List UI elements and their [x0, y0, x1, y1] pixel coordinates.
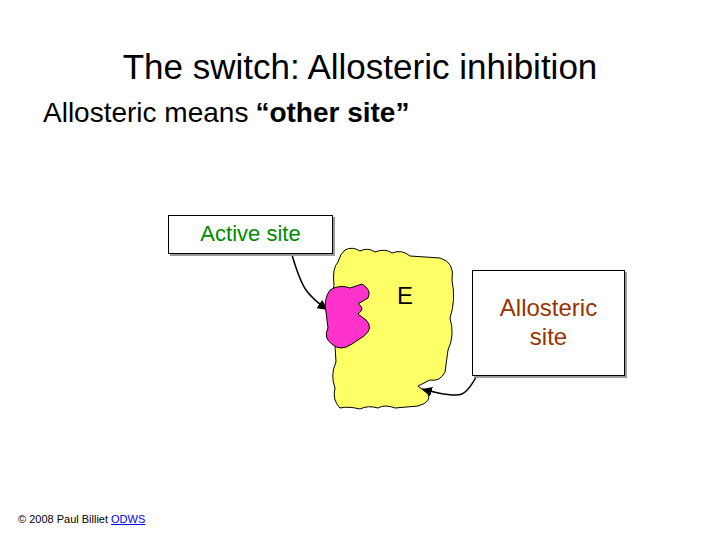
callout-box: Active site	[168, 215, 333, 254]
enzyme-letter: E	[397, 282, 413, 311]
enzyme-shape: E	[322, 246, 458, 410]
title-row: The switch: Allosteric inhibition	[0, 46, 720, 88]
subtitle-row: Allosteric means“other site”	[43, 96, 409, 130]
subtitle-emphasis: “other site”	[255, 96, 409, 130]
footer-row: © 2008 Paul BillietODWS	[18, 512, 145, 526]
enzyme-outline	[322, 246, 458, 410]
callout-text: Active site	[200, 221, 300, 247]
callout-text: Allosteric site	[481, 294, 616, 352]
active-site-pocket	[325, 284, 369, 348]
callout-box: Allosteric site	[472, 270, 625, 376]
subtitle-text: Allosteric means	[43, 96, 248, 130]
source-link: ODWS	[111, 512, 145, 526]
copyright-note: © 2008 Paul Billiet	[18, 512, 108, 526]
curved-arrow	[292, 254, 328, 310]
slide-title: The switch: Allosteric inhibition	[123, 46, 598, 88]
